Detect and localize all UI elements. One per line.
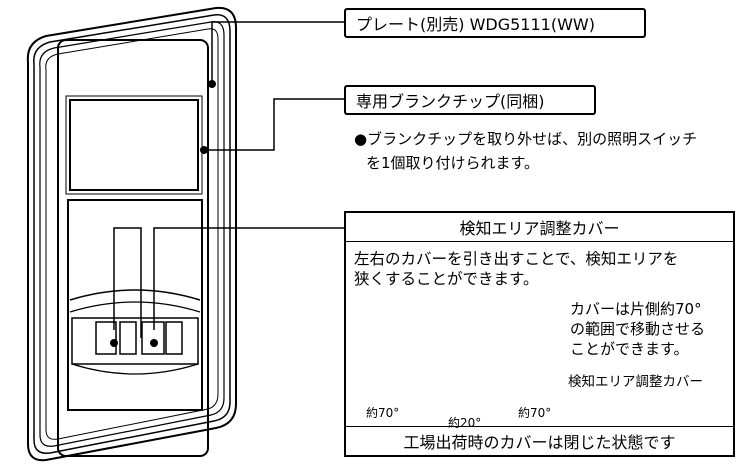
panel-title: 検知エリア調整カバー (346, 213, 733, 242)
detection-cover-panel: 検知エリア調整カバー 左右のカバーを引き出すことで、検知エリアを 狭くすることが… (344, 211, 735, 457)
panel-note: カバーは片側約70° の範囲で移動させる ことができます。 (570, 300, 706, 358)
wall-plate (26, 6, 237, 462)
leader-dot-blank (200, 146, 208, 154)
plate-label: プレート(別売) WDG5111(WW) (356, 15, 595, 34)
plate-callout: プレート(別売) WDG5111(WW) (344, 8, 646, 38)
blank-chip-label: 専用ブランクチップ(同梱) (356, 92, 545, 111)
blank-chip-callout: 専用ブランクチップ(同梱) (344, 85, 596, 115)
leader-dot-plate (208, 80, 216, 88)
blank-chip-note-line1: ●ブランクチップを取り外せば、別の照明スイッチ (354, 130, 698, 148)
blank-chip (65, 95, 203, 195)
angle-center-label: 約20° (448, 416, 482, 430)
angle-right-label: 約70° (518, 406, 552, 420)
leader-dot-cover-left (110, 339, 118, 347)
leader-lines (113, 21, 344, 338)
angle-left-label: 約70° (366, 406, 400, 420)
sensor-switch (67, 199, 203, 411)
panel-description: 左右のカバーを引き出すことで、検知エリアを 狭くすることができます。 (354, 250, 679, 288)
panel-footer: 工場出荷時のカバーは閉じた状態です (346, 426, 733, 455)
cover-detail-label: 検知エリア調整カバー (568, 374, 703, 390)
blank-chip-note-line2: を1個取り付けられます。 (366, 154, 540, 172)
leader-dot-cover-right (150, 339, 158, 347)
